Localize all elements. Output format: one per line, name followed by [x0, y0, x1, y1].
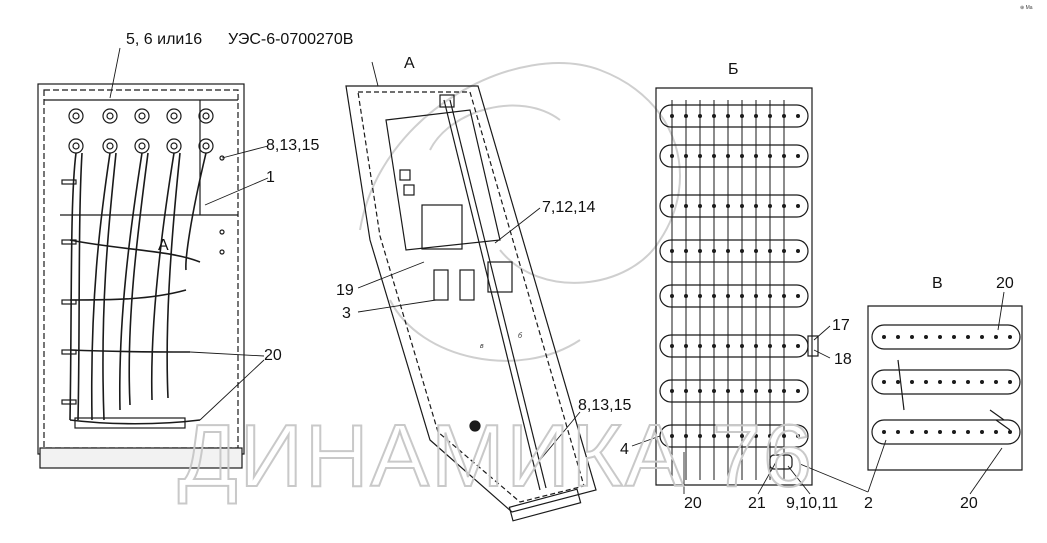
- watermark-text: ДИНАМИКА 76: [178, 406, 814, 505]
- callout-20-v-bottom: 20: [960, 495, 978, 512]
- part-number-label: УЭС-6-0700270В: [228, 31, 353, 48]
- view-v-label: В: [932, 275, 943, 292]
- callout-9-10-11: 9,10,11: [786, 495, 838, 512]
- callout-3: 3: [342, 305, 351, 322]
- callout-4: 4: [620, 441, 629, 458]
- callout-labels: 5, 6 или16 УЭС-6-0700270В А Б В 8,13,15 …: [126, 5, 1033, 512]
- cabinet-cable-harness: [69, 152, 207, 425]
- callout-1: 1: [266, 169, 275, 186]
- leader-lines: [109, 47, 1005, 495]
- terminal-dots: [670, 114, 800, 438]
- callout-20-left: 20: [264, 347, 282, 364]
- watermark-logo: [359, 62, 681, 362]
- corner-mark: ⊕ Ма: [1020, 5, 1033, 11]
- callout-a-small: А: [158, 237, 169, 254]
- terminal-block-view-b: [655, 87, 819, 486]
- callout-8-13-15-top: 8,13,15: [266, 137, 319, 154]
- small-b-mark: б: [518, 332, 523, 340]
- terminal-block-view-v: [867, 305, 1023, 471]
- callout-21: 21: [748, 495, 766, 512]
- callout-2: 2: [864, 495, 873, 512]
- callout-18: 18: [834, 351, 852, 368]
- cabinet-clamps: [61, 179, 186, 429]
- callout-19: 19: [336, 282, 354, 299]
- callout-17: 17: [832, 317, 850, 334]
- terminal-jumpers: [671, 100, 785, 480]
- panel-view-a: [345, 85, 597, 522]
- view-b-label: Б: [728, 61, 739, 78]
- callout-20-b: 20: [684, 495, 702, 512]
- callout-7-12-14: 7,12,14: [542, 199, 595, 216]
- callout-8-13-15-bottom: 8,13,15: [578, 397, 631, 414]
- variants-label: 5, 6 или16: [126, 31, 202, 48]
- small-v-mark: в: [480, 343, 484, 350]
- cabinet-connectors: [68, 108, 214, 154]
- callout-20-v-top: 20: [996, 275, 1014, 292]
- cabinet-front-view: [37, 83, 245, 469]
- view-a-label: А: [404, 55, 415, 72]
